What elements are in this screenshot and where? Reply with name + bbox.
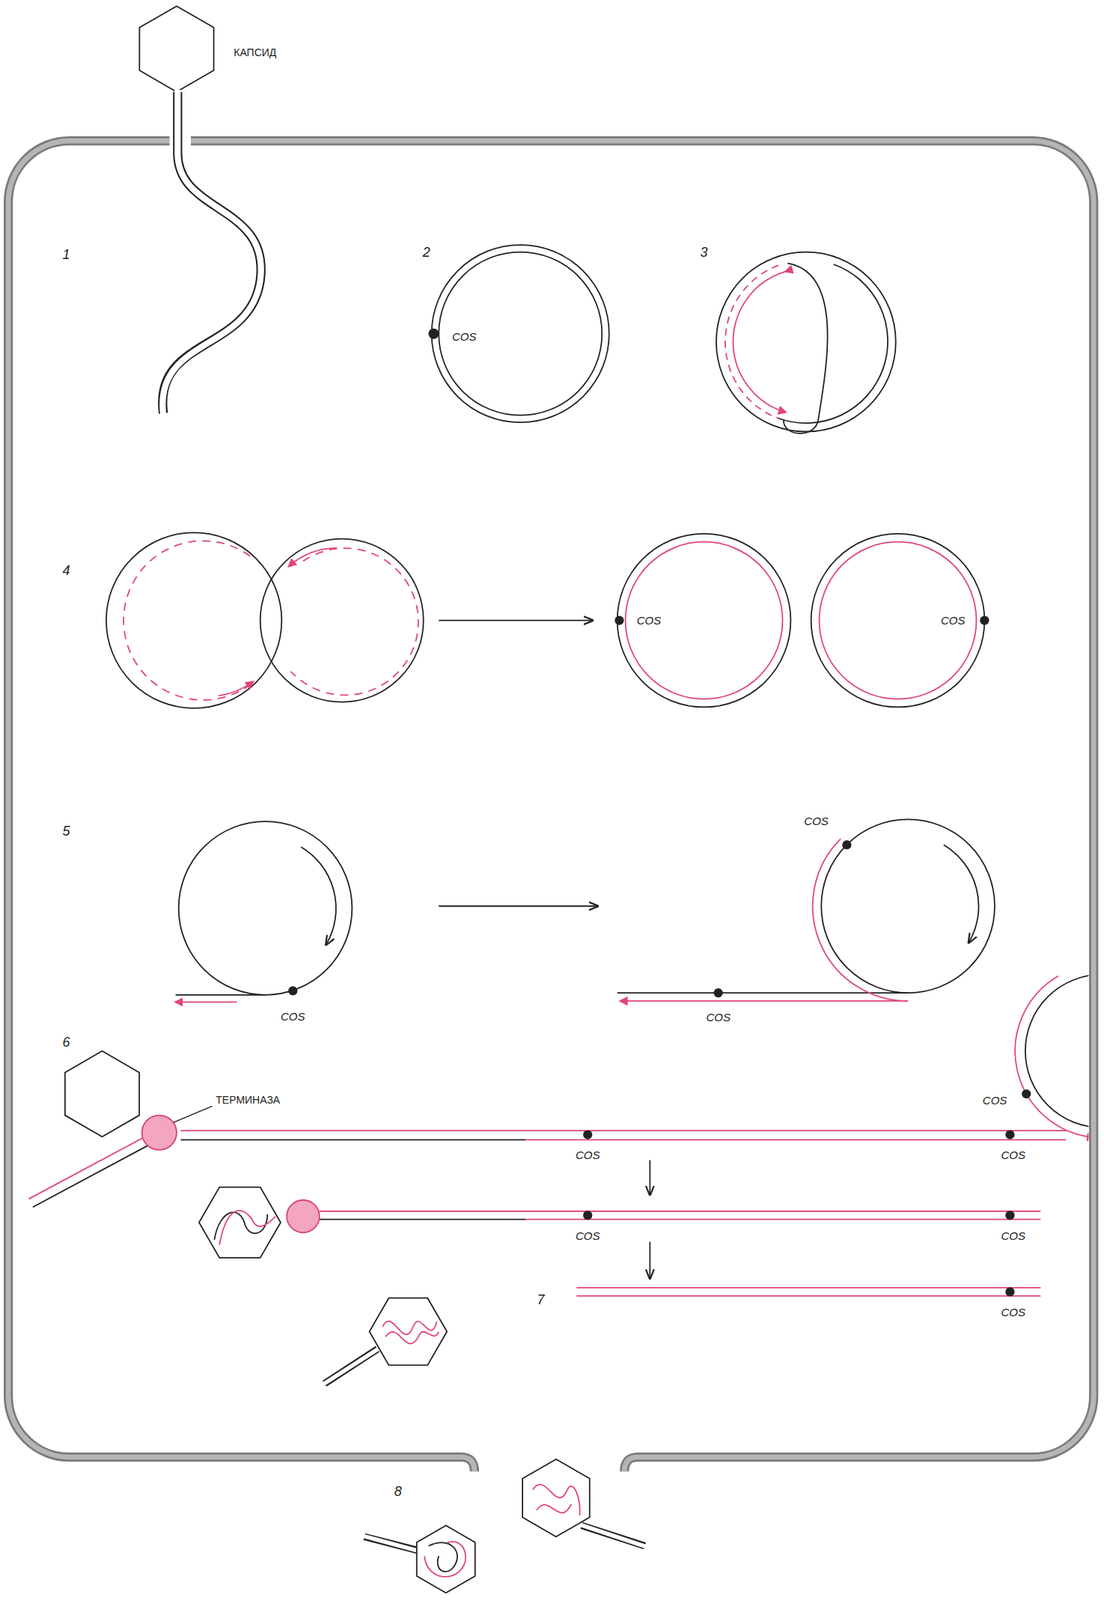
step-number: 8 [392, 1484, 404, 1500]
rolling-circle [175, 818, 995, 1002]
cos-site-label: COS [704, 1011, 733, 1024]
phage-release [362, 1458, 647, 1593]
step-number: 4 [61, 563, 72, 579]
cos-site-label: COS [574, 1148, 602, 1162]
cos-site-label: COS [999, 1229, 1027, 1243]
mature-phage [322, 1286, 1041, 1384]
cos-site-label: COS [999, 1148, 1027, 1162]
cos-site-label: COS [999, 1306, 1027, 1319]
circular-dna [428, 244, 610, 423]
step-number: 2 [421, 245, 432, 261]
cos-site-label: COS [802, 815, 831, 828]
cos-site-label: COS [981, 1093, 1009, 1107]
cell-wall [8, 140, 1094, 1471]
theta-replication [716, 252, 896, 434]
cos-site-label: COS [574, 1229, 602, 1243]
cos-site-label: COS [635, 614, 664, 628]
cos-site-label: COS [939, 614, 968, 628]
cos-site-label: COS [450, 330, 479, 344]
part-label: ТЕРМИНАЗА [214, 1094, 282, 1106]
step-number: 3 [699, 245, 710, 261]
part-label: КАПСИД [232, 47, 278, 59]
packaging [28, 974, 1104, 1278]
replication-completion [106, 532, 990, 708]
step-number: 1 [61, 247, 72, 263]
phage-injection [139, 5, 261, 416]
step-number: 5 [61, 824, 72, 840]
cos-site-label: COS [279, 1010, 307, 1024]
step-number: 6 [61, 1035, 72, 1051]
step-number: 7 [535, 1292, 546, 1308]
